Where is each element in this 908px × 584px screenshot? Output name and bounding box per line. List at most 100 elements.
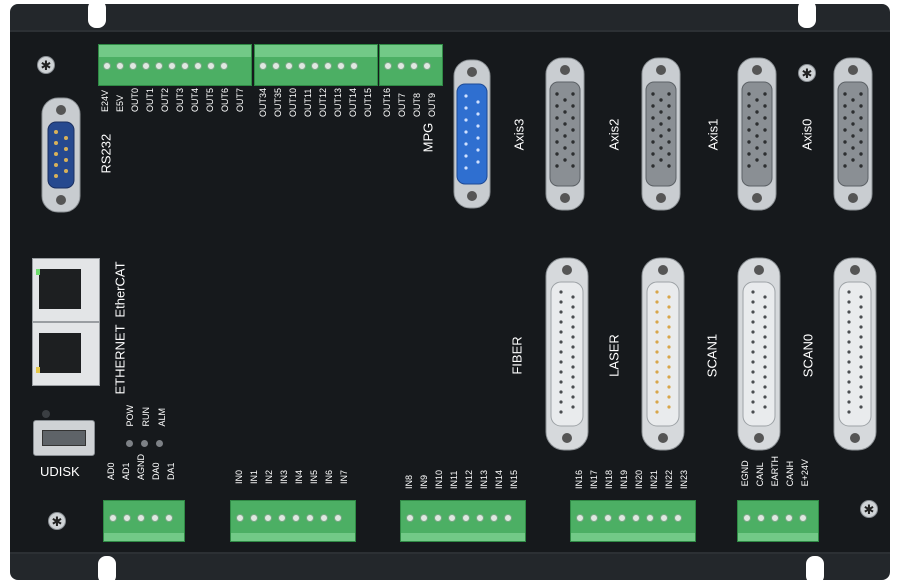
terminal-label: IN22 (664, 470, 674, 490)
terminal-screw[interactable] (590, 514, 598, 522)
terminal-screw[interactable] (207, 62, 215, 70)
rs232-port[interactable] (40, 96, 82, 214)
terminal-screw[interactable] (420, 514, 428, 522)
terminal-label: AD1 (121, 462, 131, 481)
terminal-screw[interactable] (397, 62, 405, 70)
terminal-screw[interactable] (306, 514, 314, 522)
udisk-port[interactable] (33, 420, 95, 456)
terminal-screw[interactable] (250, 514, 258, 522)
terminal-block-analog[interactable] (103, 500, 185, 542)
terminal-screw[interactable] (476, 514, 484, 522)
terminal-label: IN7 (339, 470, 349, 485)
terminal-screw[interactable] (337, 62, 345, 70)
terminal-label: OUT14 (348, 88, 358, 118)
terminal-screw[interactable] (618, 514, 626, 522)
terminal-screw[interactable] (490, 514, 498, 522)
mpg-port[interactable] (452, 58, 492, 210)
terminal-screw[interactable] (410, 62, 418, 70)
terminal-screw[interactable] (165, 514, 173, 522)
terminal-label: IN11 (449, 470, 459, 490)
terminal-screw[interactable] (311, 62, 319, 70)
terminal-screw[interactable] (168, 62, 176, 70)
terminal-screw[interactable] (674, 514, 682, 522)
terminal-screw[interactable] (448, 514, 456, 522)
axis1-port[interactable] (640, 56, 682, 212)
terminal-screw[interactable] (292, 514, 300, 522)
terminal-screw[interactable] (576, 514, 584, 522)
laser-port[interactable] (640, 256, 686, 452)
terminal-screw[interactable] (236, 514, 244, 522)
terminal-label: IN1 (249, 470, 259, 485)
terminal-label: E24V (100, 89, 110, 113)
terminal-screw[interactable] (324, 62, 332, 70)
udisk-led (42, 410, 50, 418)
terminal-screw[interactable] (660, 514, 668, 522)
terminal-screw[interactable] (155, 62, 163, 70)
terminal-screw[interactable] (137, 514, 145, 522)
terminal-block-inputs-3[interactable] (570, 500, 696, 542)
terminal-screw[interactable] (264, 514, 272, 522)
terminal-screw[interactable] (384, 62, 392, 70)
scan1-port[interactable] (736, 256, 782, 452)
terminal-labels-inputs-1: IN0 IN1 IN2 IN3 IN4 IN5 IN6 IN7 (234, 470, 350, 484)
terminal-screw[interactable] (757, 514, 765, 522)
terminal-screw[interactable] (320, 514, 328, 522)
mount-slot-bottom-left (98, 556, 116, 584)
terminal-label: E5V (115, 95, 125, 113)
axis0-port[interactable] (832, 56, 874, 212)
terminal-block-outputs-1[interactable] (98, 44, 252, 86)
terminal-block-inputs-2[interactable] (400, 500, 526, 542)
terminal-screw[interactable] (771, 514, 779, 522)
axis2-port[interactable] (544, 56, 586, 212)
terminal-label: DA0 (151, 462, 161, 481)
screw-icon: ✱ (48, 512, 66, 530)
terminal-screw[interactable] (285, 62, 293, 70)
terminal-screw[interactable] (799, 514, 807, 522)
terminal-screw[interactable] (604, 514, 612, 522)
axis0-port-left[interactable] (736, 56, 778, 212)
terminal-label: OUT35 (273, 88, 283, 118)
terminal-block-outputs-3[interactable] (379, 44, 443, 86)
terminal-block-can[interactable] (737, 500, 819, 542)
terminal-label: E+24V (800, 459, 810, 487)
terminal-screw[interactable] (103, 62, 111, 70)
terminal-screw[interactable] (334, 514, 342, 522)
terminal-screw[interactable] (350, 62, 358, 70)
terminal-label: OUT6 (220, 88, 230, 113)
terminal-screw[interactable] (462, 514, 470, 522)
ethernet-port[interactable] (32, 322, 100, 386)
terminal-screw[interactable] (142, 62, 150, 70)
terminal-screw[interactable] (259, 62, 267, 70)
terminal-block-inputs-1[interactable] (230, 500, 356, 542)
terminal-screw[interactable] (504, 514, 512, 522)
terminal-screw[interactable] (272, 62, 280, 70)
terminal-label: OUT12 (318, 88, 328, 118)
terminal-screw[interactable] (278, 514, 286, 522)
terminal-screw[interactable] (423, 62, 431, 70)
fiber-port[interactable] (544, 256, 590, 452)
terminal-screw[interactable] (151, 514, 159, 522)
terminal-screw[interactable] (123, 514, 131, 522)
terminal-screw[interactable] (116, 62, 124, 70)
terminal-screw[interactable] (743, 514, 751, 522)
terminal-screw[interactable] (785, 514, 793, 522)
terminal-block-outputs-2[interactable] (254, 44, 378, 86)
terminal-screw[interactable] (298, 62, 306, 70)
ethernet-label: ETHERNET (112, 324, 128, 395)
terminal-screw[interactable] (632, 514, 640, 522)
terminal-label: OUT9 (427, 93, 437, 118)
ethercat-port[interactable] (32, 258, 100, 322)
terminal-label: IN16 (574, 470, 584, 490)
terminal-screw[interactable] (406, 514, 414, 522)
terminal-screw[interactable] (646, 514, 654, 522)
terminal-screw[interactable] (220, 62, 228, 70)
terminal-labels-inputs-2: IN8 IN9 IN10 IN11 IN12 IN13 IN14 IN15 (404, 470, 520, 489)
terminal-screw[interactable] (181, 62, 189, 70)
terminal-screw[interactable] (194, 62, 202, 70)
scan0-port[interactable] (832, 256, 878, 452)
terminal-screw[interactable] (109, 514, 117, 522)
terminal-label: AD0 (106, 462, 116, 481)
terminal-screw[interactable] (434, 514, 442, 522)
terminal-screw[interactable] (129, 62, 137, 70)
terminal-label: OUT7 (235, 88, 245, 113)
